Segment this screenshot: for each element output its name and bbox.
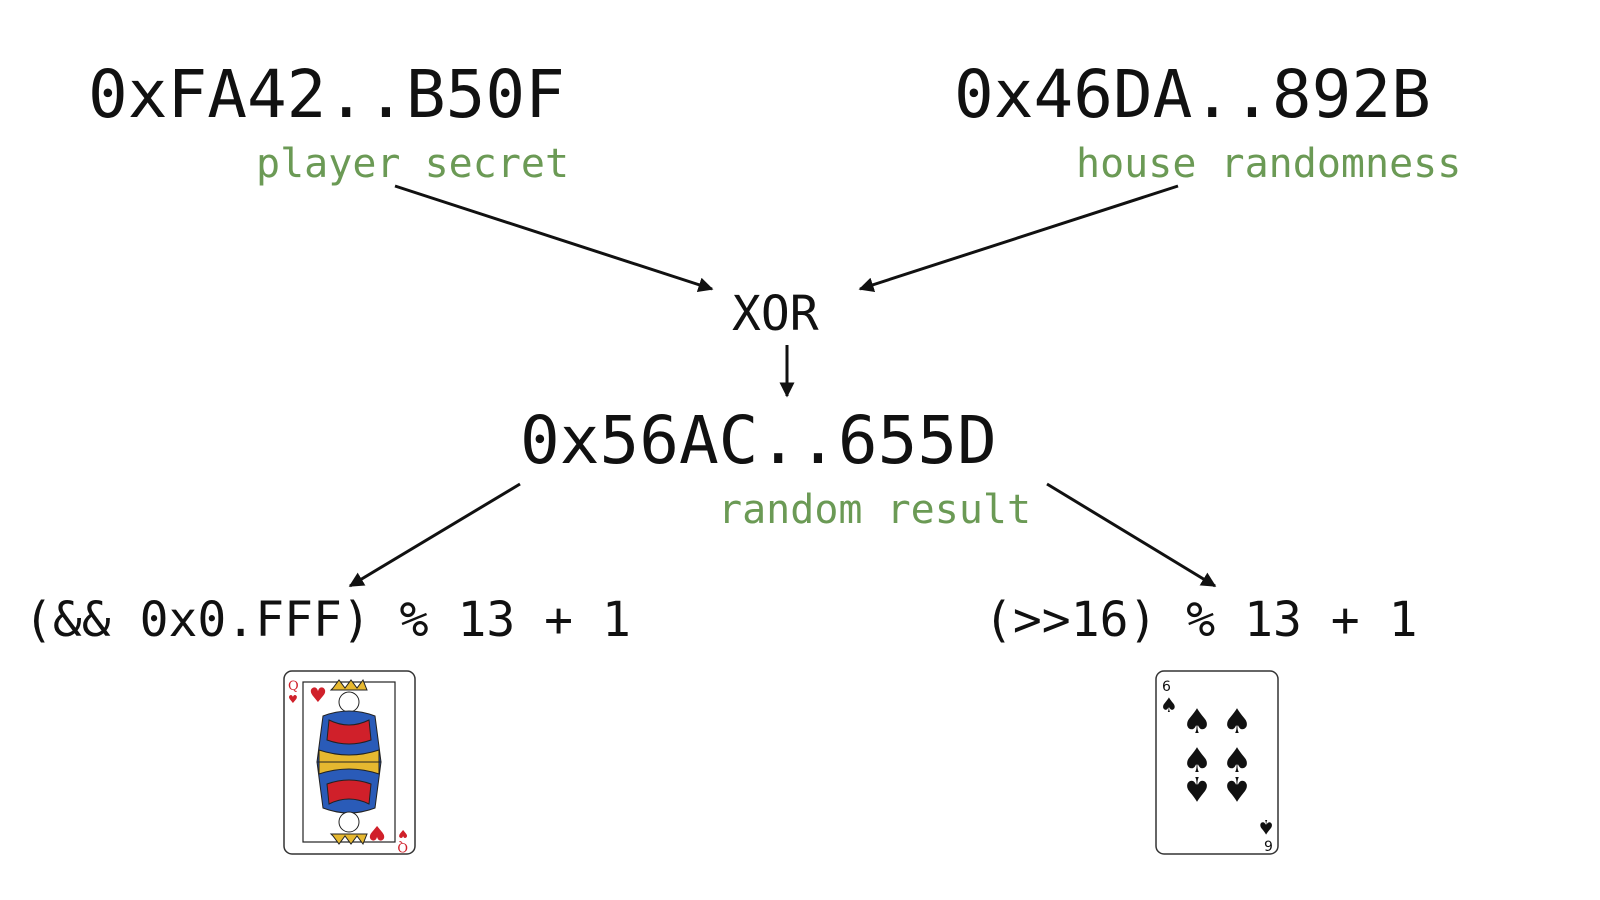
house-randomness-value: 0x46DA..892B xyxy=(954,56,1431,133)
xor-operator: XOR xyxy=(732,286,819,342)
house-randomness-label: house randomness xyxy=(1076,141,1462,187)
svg-text:Q: Q xyxy=(288,679,299,694)
svg-text:♠: ♠ xyxy=(1182,741,1212,781)
svg-text:♥: ♥ xyxy=(398,827,408,840)
svg-text:♥: ♥ xyxy=(368,821,386,845)
player-secret-value: 0xFA42..B50F xyxy=(88,56,565,133)
player-secret-label: player secret xyxy=(256,141,570,187)
arrow-result-to-left xyxy=(348,482,521,588)
svg-text:♠: ♠ xyxy=(1182,702,1212,742)
right-formula: (>>16) % 13 + 1 xyxy=(984,592,1418,648)
six-of-spades-card: 6 ♠ ♠ ♠ ♠ ♠ ♠ ♠ 9 ♠ xyxy=(1155,670,1279,855)
left-formula: (&& 0x0.FFF) % 13 + 1 xyxy=(24,592,631,648)
svg-text:♠: ♠ xyxy=(1257,815,1275,839)
svg-text:♠: ♠ xyxy=(1182,768,1212,808)
arrow-result-to-right xyxy=(1046,482,1217,588)
arrow-house-to-xor xyxy=(858,184,1179,292)
svg-text:Q: Q xyxy=(397,839,408,854)
random-result-label: random result xyxy=(718,487,1032,533)
queen-of-hearts-card: Q ♥ ♥ ♥ Q ♥ xyxy=(283,670,416,855)
svg-text:♠: ♠ xyxy=(1222,702,1252,742)
random-result-value: 0x56AC..655D xyxy=(520,402,997,479)
svg-text:♠: ♠ xyxy=(1160,693,1178,717)
svg-text:9: 9 xyxy=(1264,839,1273,855)
corner-rank-top: 6 xyxy=(1162,679,1171,695)
svg-text:♥: ♥ xyxy=(309,683,327,707)
arrow-secret-to-xor xyxy=(394,184,714,292)
svg-text:♠: ♠ xyxy=(1222,768,1252,808)
svg-text:♠: ♠ xyxy=(1222,741,1252,781)
svg-text:♥: ♥ xyxy=(288,693,298,706)
